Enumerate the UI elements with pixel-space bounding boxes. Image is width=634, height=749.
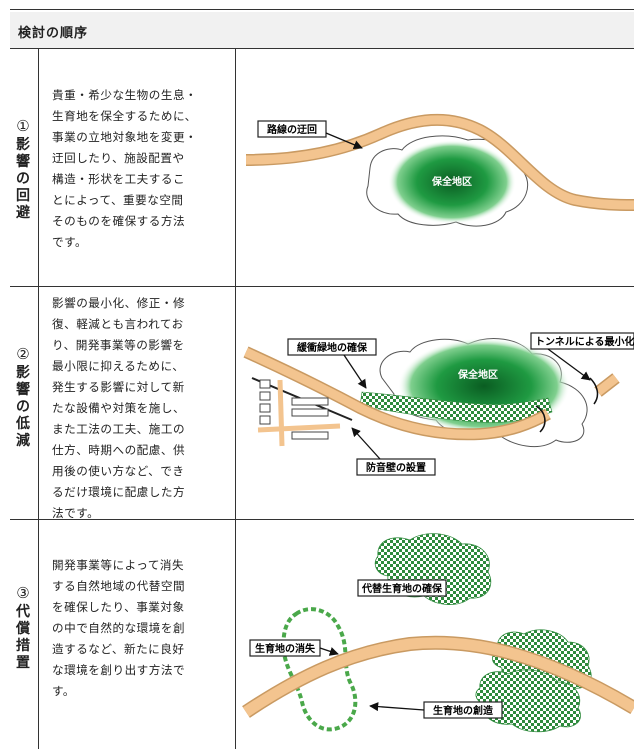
town-blocks [257, 379, 341, 447]
road-fill [242, 637, 634, 717]
road-fill [244, 347, 551, 439]
preserve-label: 保全地区 [457, 368, 498, 381]
description-line: な環境を創り出す方法で [52, 663, 186, 677]
building [259, 379, 271, 389]
top-rule [10, 9, 634, 10]
stage-char: 償 [16, 621, 30, 637]
description-line: す。 [52, 684, 76, 698]
stage-avoidance: ① 影 響 の 回 避 [10, 118, 36, 222]
alt-habitat-label: 代替生育地の確保 [361, 582, 443, 595]
route-road-fill [245, 115, 634, 210]
description-reduction: 影響の最小化、修正・修 復、軽減とも言われてお り、開発事業等の影響を 最小限に… [52, 293, 230, 524]
description-line: です。 [52, 235, 88, 249]
stage-char: 避 [16, 205, 30, 221]
description-line: 用後の使い方など、でき [52, 464, 185, 478]
stage-number: ① [16, 117, 30, 135]
description-line: そのものを確保する方法 [52, 214, 186, 228]
description-line: また工法の工夫、施工の [52, 422, 186, 436]
description-line: 法です。 [52, 506, 100, 520]
arrow [343, 354, 367, 389]
description-line: たな設備や対策を施し、 [52, 401, 186, 415]
buffer-green [359, 391, 553, 423]
building [291, 408, 329, 417]
description-line: 構造・形状を工夫するこ [52, 172, 186, 186]
description-line: する自然地域の代替空間 [52, 579, 186, 593]
figure-reduction: 緩衝緑地の確保 トンネルによる最小化 保全地区 防音壁の設置 [243, 332, 634, 476]
preserve-label: 保全地区 [431, 175, 472, 188]
grid-line [38, 48, 39, 749]
stage-char: 減 [16, 433, 30, 449]
description-line: 生育地を保全するために、 [52, 109, 197, 123]
figure-avoidance: 路線の迂回 保全地区 [245, 113, 634, 227]
stage-char: 措 [16, 638, 30, 654]
tunnel-label: トンネルによる最小化 [535, 335, 634, 348]
arrow [351, 427, 381, 460]
arrow [319, 647, 339, 656]
create-label: 生育地の創造 [433, 704, 494, 717]
building [259, 403, 271, 413]
description-line: 開発事業等によって消失 [52, 558, 185, 572]
label-box [530, 332, 634, 350]
table-header: 検討の順序 [10, 12, 634, 49]
stage-char: 代 [16, 604, 30, 620]
description-line: を確保したり、事業対象 [52, 600, 185, 614]
grid-line [10, 286, 634, 287]
building [259, 391, 271, 401]
buffer-label: 緩衝緑地の確保 [297, 341, 368, 354]
stage-char: 置 [16, 655, 30, 671]
preserve-area [388, 140, 516, 224]
description-line: 造するなど、新たに良好 [52, 642, 185, 656]
description-compensation: 開発事業等によって消失 する自然地域の代替空間 を確保したり、事業対象 の中で自… [52, 555, 230, 702]
tunnel-portal [535, 405, 546, 433]
arrow [325, 132, 363, 150]
stage-number: ③ [16, 584, 30, 602]
stage-char: 影 [16, 137, 30, 153]
road-fill [595, 374, 619, 396]
description-line: 影響の最小化、修正・修 [52, 296, 186, 310]
label-box [257, 120, 327, 138]
description-line: 貴重・希少な生物の生息・ [52, 88, 198, 102]
description-avoidance: 貴重・希少な生物の生息・ 生育地を保全するために、 事業の立地対象地を変更・ 迂… [52, 85, 230, 253]
description-line: り、開発事業等の影響を [52, 338, 185, 352]
stage-char: の [16, 399, 30, 415]
soundwall-label: 防音壁の設置 [366, 461, 426, 474]
local-road [257, 423, 341, 433]
loss-label: 生育地の消失 [255, 642, 316, 655]
description-line: とによって、重要な空間 [52, 193, 184, 207]
description-line: 迂回したり、施設配置や [52, 151, 185, 165]
stage-char: 響 [16, 382, 30, 398]
grid-line [235, 48, 236, 749]
stage-number: ② [16, 345, 30, 363]
description-line: 最小限に抑えるために、 [52, 359, 185, 373]
route-label: 路線の迂回 [267, 123, 317, 136]
label-box [287, 338, 377, 356]
stage-char: の [16, 171, 30, 187]
description-line: 仕方、時期への配慮、供 [52, 443, 186, 457]
description-line: るだけ環境に配慮した方 [52, 485, 186, 499]
stage-compensation: ③ 代 償 措 置 [10, 585, 36, 672]
stage-char: 回 [16, 188, 30, 204]
table-header-title: 検討の順序 [18, 26, 89, 41]
tunnel-portal [589, 377, 599, 405]
stage-char: 響 [16, 154, 30, 170]
local-road [277, 379, 285, 447]
stage-char: 影 [16, 365, 30, 381]
building [291, 397, 329, 406]
label-box [356, 458, 436, 476]
stage-char: 低 [16, 416, 30, 432]
building [259, 415, 271, 425]
description-line: 発生する影響に対して新 [52, 380, 185, 394]
building [291, 431, 329, 440]
label-box [357, 579, 447, 597]
description-line: の中で自然的な環境を創 [52, 621, 186, 635]
arrow [547, 348, 591, 381]
grid-line [10, 519, 634, 520]
description-line: 復、軽減とも言われてお [52, 317, 184, 331]
stage-reduction: ② 影 響 の 低 減 [10, 346, 36, 450]
figure-compensation: 代替生育地の確保 生育地の消失 生育地の創造 [242, 533, 634, 733]
description-line: 事業の立地対象地を変更・ [52, 130, 198, 144]
arrow [369, 702, 425, 712]
